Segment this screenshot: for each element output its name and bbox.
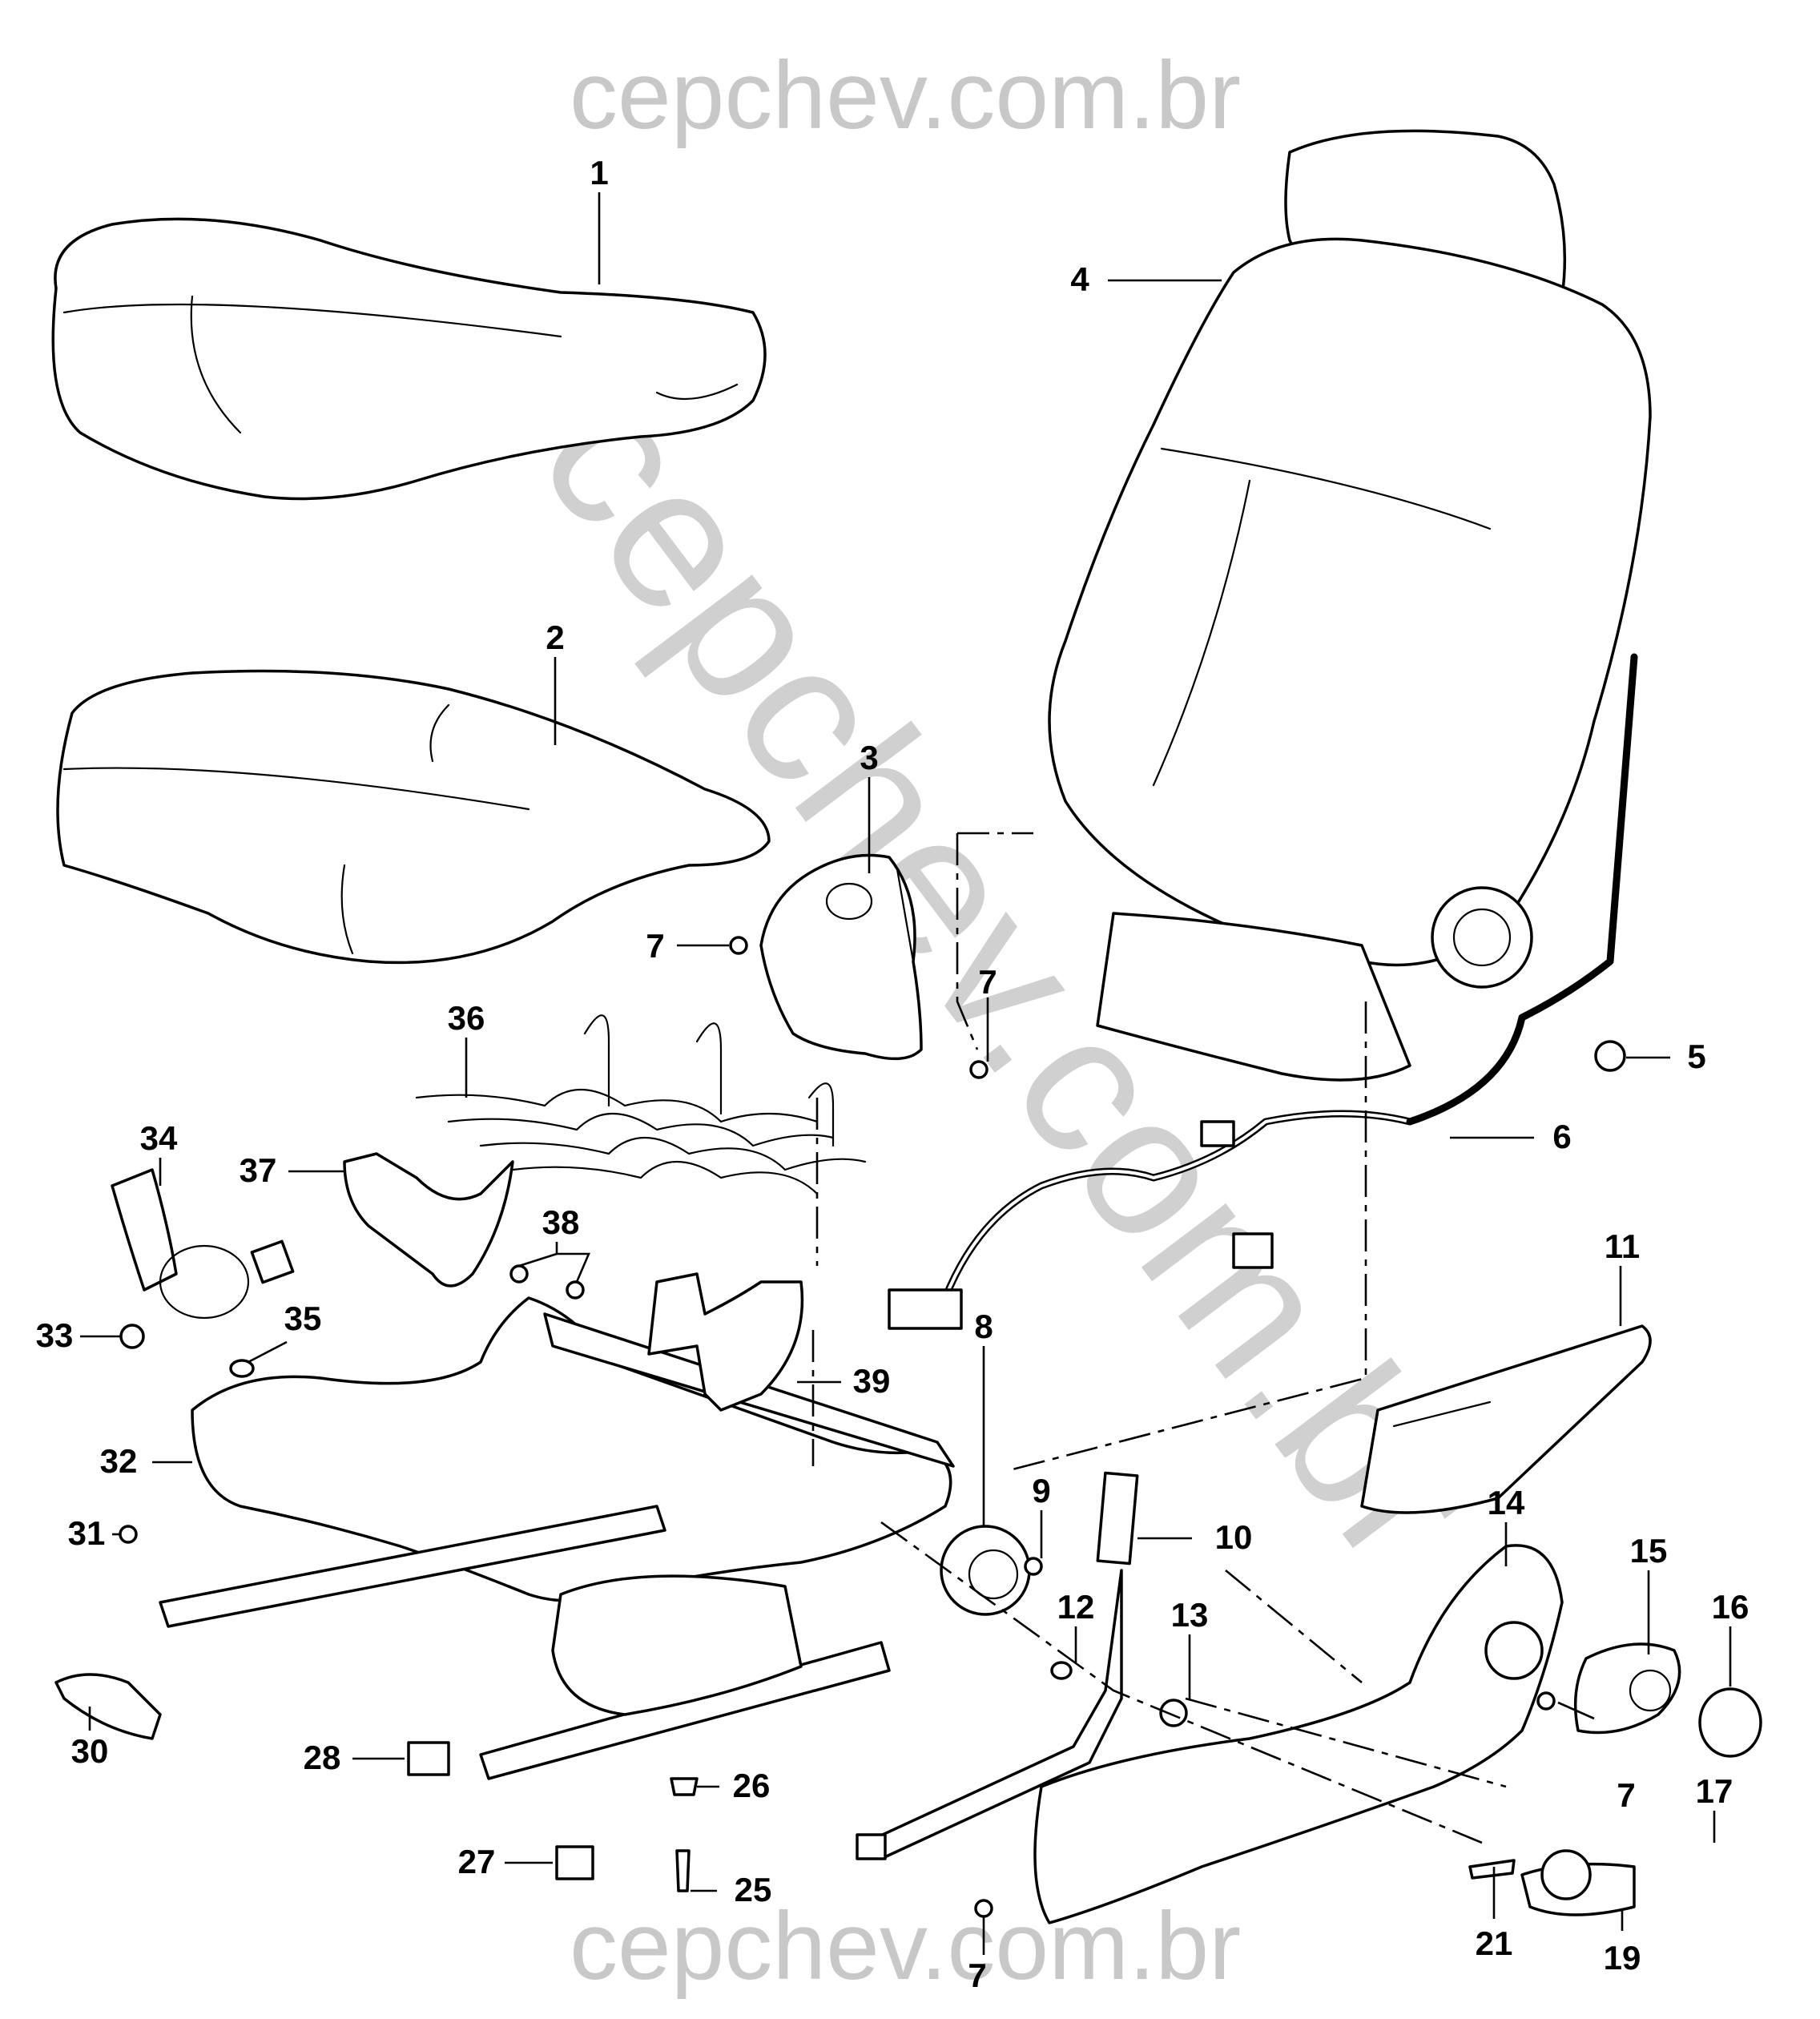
motor-8	[940, 1525, 1031, 1616]
washer-17	[1540, 1849, 1592, 1900]
bolt-38b	[566, 1280, 585, 1300]
bolt-13	[1159, 1699, 1188, 1727]
callout-7c: 7	[1617, 1776, 1635, 1814]
callout-28: 28	[304, 1739, 341, 1776]
callout-32: 32	[100, 1442, 138, 1480]
slider-27	[555, 1845, 594, 1880]
callout-16: 16	[1712, 1588, 1750, 1626]
callout-26: 26	[733, 1767, 771, 1804]
callout-10: 10	[1215, 1518, 1253, 1556]
callout-33: 33	[36, 1316, 74, 1354]
callout-27: 27	[458, 1843, 496, 1880]
bolt-7d	[974, 1899, 993, 1918]
callout-6: 6	[1552, 1118, 1571, 1155]
callout-14: 14	[1488, 1484, 1525, 1521]
actuator-10	[856, 1471, 1139, 1860]
bracket-39	[647, 1272, 804, 1412]
seat-side-shield	[759, 853, 923, 1061]
recliner-cover	[1033, 1544, 1762, 1924]
watermark-top: cepchev.com.br	[570, 42, 1241, 149]
clip-12	[1050, 1661, 1073, 1680]
callout-7d: 7	[968, 1957, 986, 1994]
clip-21	[1468, 1859, 1516, 1880]
watermark-bottom: cepchev.com.br	[570, 1892, 1241, 2000]
callout-38: 38	[542, 1203, 580, 1241]
seat-spring-mat	[415, 1014, 867, 1195]
seat-belt-buckle	[111, 1168, 295, 1320]
bolt-7a	[729, 936, 748, 955]
bolt-38a	[509, 1264, 529, 1284]
bolt-7b	[969, 1060, 989, 1079]
callout-15: 15	[1630, 1532, 1668, 1570]
callout-21: 21	[1476, 1924, 1513, 1962]
seat-back	[1048, 129, 1652, 1082]
callout-11: 11	[1605, 1227, 1640, 1265]
callout-7a: 7	[646, 927, 664, 965]
callout-5: 5	[1687, 1038, 1705, 1075]
bolt-7c	[1536, 1691, 1556, 1711]
nut-5	[1594, 1040, 1626, 1072]
callout-2: 2	[546, 619, 564, 656]
callout-31: 31	[68, 1514, 106, 1552]
callout-7b: 7	[978, 963, 997, 1001]
callout-13: 13	[1171, 1596, 1209, 1634]
callout-19: 19	[1604, 1939, 1641, 1977]
clip-28	[407, 1741, 450, 1776]
callout-1: 1	[590, 154, 608, 191]
callout-25: 25	[735, 1871, 772, 1908]
alignment-lines	[811, 832, 1507, 1844]
clip-26	[670, 1777, 699, 1796]
callout-37: 37	[240, 1151, 277, 1189]
callout-39: 39	[853, 1362, 891, 1400]
callout-36: 36	[448, 999, 485, 1037]
seat-frame	[159, 1296, 955, 1780]
callout-3: 3	[860, 739, 878, 776]
leader-lines	[80, 192, 1732, 1955]
callout-4: 4	[1070, 260, 1089, 298]
callout-12: 12	[1057, 1588, 1095, 1626]
callout-labels: 1 2 3 4 5 6 7 7 7 7 8 9 10 11 12 13 14 1…	[36, 154, 1750, 1994]
callout-9: 9	[1032, 1472, 1050, 1509]
callout-30: 30	[71, 1732, 109, 1770]
bracket-37	[343, 1152, 514, 1288]
screw-25	[675, 1849, 691, 1892]
nut-33	[119, 1324, 145, 1349]
bolt-9	[1024, 1557, 1043, 1576]
wiring-harness	[888, 653, 1638, 1330]
callout-34: 34	[140, 1119, 178, 1157]
seat-cushion-pad	[56, 669, 771, 965]
callout-17: 17	[1696, 1772, 1733, 1810]
callout-35: 35	[284, 1300, 322, 1337]
clip-35	[229, 1359, 255, 1378]
seat-cushion-cover	[51, 217, 767, 501]
handle-30	[54, 1673, 162, 1740]
callout-8: 8	[974, 1308, 993, 1345]
seat-side-trim	[1360, 1324, 1652, 1514]
bolt-31	[119, 1525, 138, 1544]
